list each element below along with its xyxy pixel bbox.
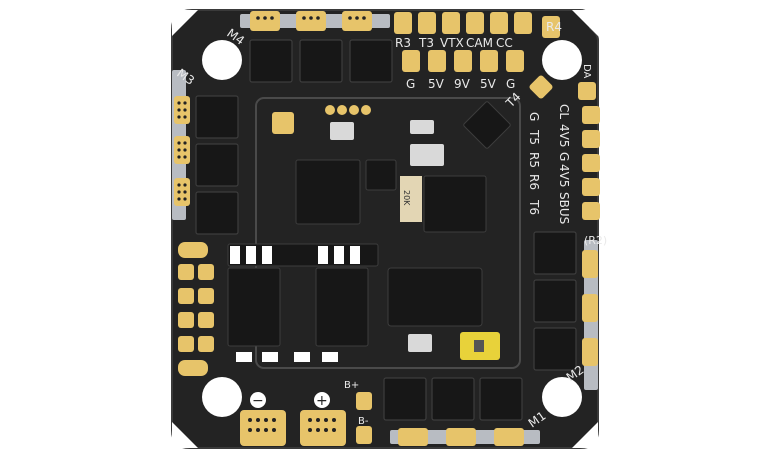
minus-marker	[250, 392, 266, 408]
bottom-edge-pads	[398, 428, 524, 446]
label-cl: CL	[557, 104, 571, 119]
top-chip-pads	[272, 105, 371, 134]
label-b-minus: B-	[358, 416, 369, 427]
label-r4: R4	[546, 20, 562, 34]
label-sbus: SBUS	[557, 192, 571, 224]
right-connector-pads	[529, 16, 600, 220]
label-4v5-a: 4V5	[557, 124, 571, 147]
label-b-plus: B+	[344, 380, 359, 391]
top-connector-pads	[394, 12, 532, 72]
label-g-right: G	[527, 112, 541, 121]
label-vtx: VTX	[440, 36, 464, 50]
plus-marker	[314, 392, 330, 408]
label-r6: R6	[527, 174, 541, 190]
mount-hole-tl	[202, 40, 242, 80]
top-edge-pads	[250, 11, 372, 31]
left-lower-pads	[178, 242, 214, 376]
label-g-b: G	[506, 77, 515, 91]
label-cam: CAM	[466, 36, 493, 50]
label-5v-a: 5V	[428, 77, 445, 91]
corner-notches	[172, 10, 598, 448]
label-minus: −	[252, 393, 264, 409]
label-plus: +	[316, 393, 328, 409]
label-r2: (R2)	[584, 234, 607, 247]
mount-hole-br	[542, 377, 582, 417]
label-20k: 20K	[402, 190, 411, 206]
fc-chips	[295, 101, 511, 327]
resistor-chip	[400, 176, 422, 222]
esc-mosfets	[195, 39, 577, 421]
label-t3: T3	[418, 36, 434, 50]
mount-hole-tr	[542, 40, 582, 80]
left-edge-pads	[174, 96, 190, 206]
label-9v: 9V	[454, 77, 471, 91]
label-5v-b: 5V	[480, 77, 497, 91]
label-r3: R3	[395, 36, 411, 50]
label-g: G	[557, 152, 571, 161]
fc-region	[255, 97, 521, 369]
mount-hole-bl	[202, 377, 242, 417]
label-cc: CC	[496, 36, 513, 50]
label-t5: T5	[527, 129, 541, 145]
label-da: DA	[581, 64, 592, 79]
label-r5: R5	[527, 152, 541, 168]
label-t6: T6	[527, 199, 541, 215]
label-4v5-b: 4V5	[557, 164, 571, 187]
label-g-a: G	[406, 77, 415, 91]
right-edge-pads	[582, 250, 598, 366]
small-components	[330, 120, 444, 352]
silkscreen-labels: M4 M3 M2 M1 R3 T3 VTX CAM CC R4 G 5V 9V …	[174, 20, 607, 430]
